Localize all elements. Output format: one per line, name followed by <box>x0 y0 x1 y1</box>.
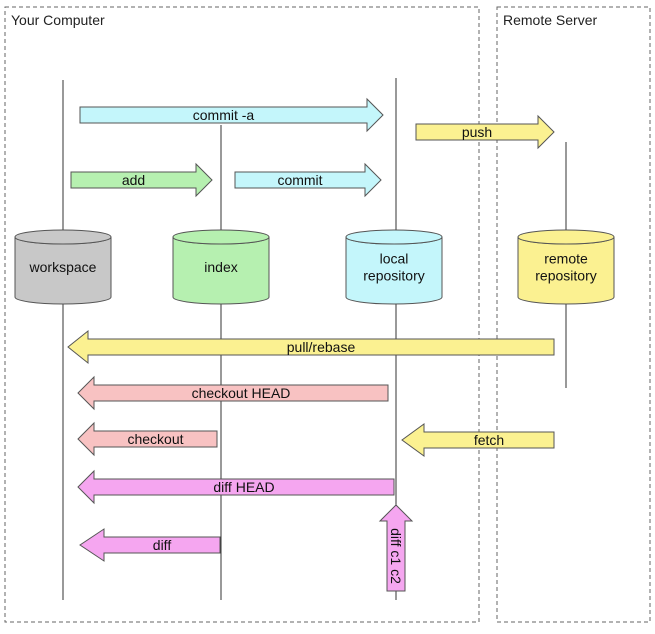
diff-c1-c2-arrow: diff c1 c2 <box>378 504 414 592</box>
diff-arrow-shape <box>79 528 221 562</box>
add-arrow: add <box>70 162 213 198</box>
commit-a-arrow: commit -a <box>79 97 384 133</box>
remote-repository-cylinder-top <box>517 229 615 245</box>
add-arrow-shape <box>70 162 213 198</box>
checkout-head-arrow: checkout HEAD <box>77 375 389 411</box>
workspace-cylinder-top <box>14 229 112 245</box>
diff-c1-c2-arrow-shape <box>378 504 414 592</box>
remote-server-title: Remote Server <box>503 12 597 28</box>
checkout-head-arrow-shape <box>77 375 389 411</box>
commit-label: commit <box>277 172 322 188</box>
local-repository-label: local <box>380 251 409 267</box>
fetch-label: fetch <box>474 432 504 448</box>
push-arrow: push <box>415 114 555 150</box>
workspace-node: workspace <box>14 229 112 305</box>
checkout-head-label: checkout HEAD <box>192 385 291 401</box>
pull-rebase-label: pull/rebase <box>287 339 356 355</box>
your-computer-title: Your Computer <box>11 12 105 28</box>
local-repository-cylinder-top <box>345 229 443 245</box>
diff-head-label: diff HEAD <box>213 479 274 495</box>
checkout-label: checkout <box>127 431 183 447</box>
diff-arrow: diff <box>79 528 221 562</box>
arrows-layer: commit -a push add commit pull/rebase checkou… <box>67 97 555 592</box>
remote-server-region <box>496 6 651 623</box>
diff-c1-c2-label: diff c1 c2 <box>388 528 404 584</box>
local-repository-label: repository <box>363 268 424 284</box>
remote-repository-label: repository <box>535 268 596 284</box>
commit-a-label: commit -a <box>193 107 255 123</box>
checkout-arrow-shape <box>77 421 218 457</box>
index-cylinder-top <box>172 229 270 245</box>
index-node: index <box>172 229 270 305</box>
index-label: index <box>204 259 237 275</box>
push-label: push <box>462 124 492 140</box>
commit-arrow: commit <box>234 162 382 198</box>
your-computer-region <box>4 6 480 623</box>
fetch-arrow-shape <box>401 423 555 457</box>
pull-rebase-arrow: pull/rebase <box>67 329 555 365</box>
commit-arrow-shape <box>234 162 382 198</box>
diff-head-arrow: diff HEAD <box>77 469 395 505</box>
diff-head-arrow-shape <box>77 469 395 505</box>
workspace-label: workspace <box>29 259 97 275</box>
pull-rebase-arrow-shape <box>67 329 555 365</box>
diff-label: diff <box>153 537 172 553</box>
push-arrow-shape <box>415 114 555 150</box>
checkout-arrow: checkout <box>77 421 218 457</box>
commit-a-arrow-shape <box>79 97 384 133</box>
add-label: add <box>122 172 145 188</box>
remote-repository-label: remote <box>544 251 588 267</box>
fetch-arrow: fetch <box>401 423 555 457</box>
